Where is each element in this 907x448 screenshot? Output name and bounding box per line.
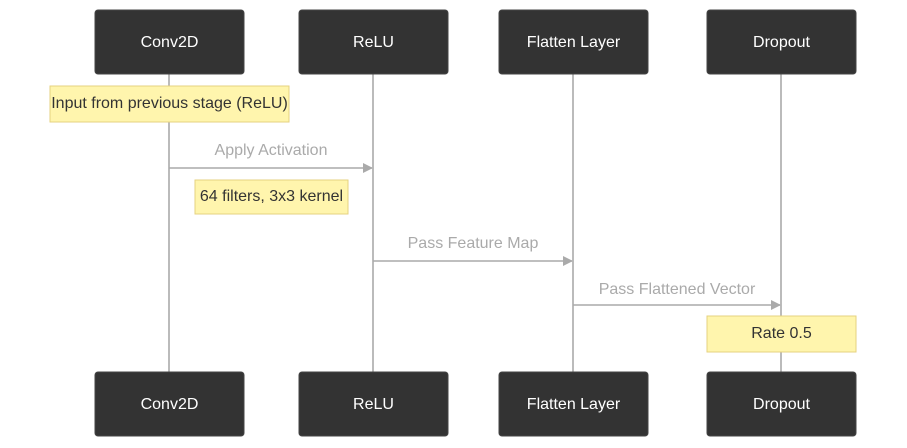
- actor-label: Dropout: [753, 396, 810, 413]
- actor-top-flatten-layer: Flatten Layer: [498, 9, 649, 75]
- note-rate: Rate 0.5: [706, 315, 857, 353]
- actor-label: Conv2D: [141, 34, 199, 51]
- message-label: Pass Feature Map: [408, 235, 539, 252]
- message-pass-feature-map: Pass Feature Map: [373, 235, 573, 266]
- note-input-from-previous-stage: Input from previous stage (ReLU): [49, 85, 290, 123]
- actor-label: Conv2D: [141, 396, 199, 413]
- actor-bottom-dropout: Dropout: [706, 371, 857, 437]
- note-text: Input from previous stage (ReLU): [51, 95, 288, 112]
- actor-label: Flatten Layer: [527, 34, 621, 51]
- actor-top-dropout: Dropout: [706, 9, 857, 75]
- message-label: Apply Activation: [215, 142, 328, 159]
- actor-bottom-conv2d: Conv2D: [94, 371, 245, 437]
- note-filters-kernel: 64 filters, 3x3 kernel: [194, 179, 349, 215]
- message-pass-flattened-vector: Pass Flattened Vector: [573, 281, 781, 310]
- note-text: Rate 0.5: [751, 325, 812, 342]
- note-text: 64 filters, 3x3 kernel: [200, 188, 343, 205]
- actor-label: Flatten Layer: [527, 396, 621, 413]
- message-label: Pass Flattened Vector: [599, 281, 756, 298]
- message-apply-activation: Apply Activation: [169, 142, 373, 173]
- actor-top-conv2d: Conv2D: [94, 9, 245, 75]
- actor-label: Dropout: [753, 34, 810, 51]
- actor-label: ReLU: [353, 396, 394, 413]
- actor-top-relu: ReLU: [298, 9, 449, 75]
- actor-bottom-flatten-layer: Flatten Layer: [498, 371, 649, 437]
- actor-label: ReLU: [353, 34, 394, 51]
- actor-bottom-relu: ReLU: [298, 371, 449, 437]
